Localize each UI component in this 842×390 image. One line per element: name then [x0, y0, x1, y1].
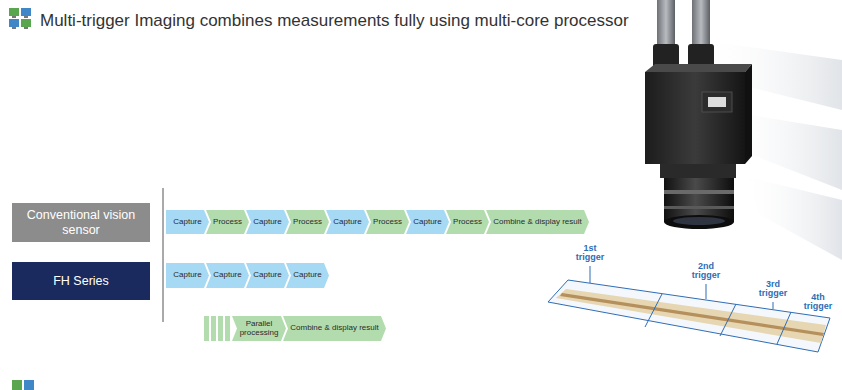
node-text: Conventional vision sensor	[12, 208, 150, 238]
process-step: Process	[366, 210, 409, 234]
node-text: Combine & display result	[290, 324, 378, 333]
capture-step: Capture	[206, 263, 249, 288]
capture-step: Capture	[246, 263, 289, 288]
trigger-label: 4th trigger	[800, 293, 836, 312]
process-step: Parallel processing	[232, 316, 286, 341]
node-text: Capture	[253, 218, 281, 227]
node-text: Capture	[253, 271, 281, 280]
capture-step: Capture	[166, 263, 209, 288]
parallel-bars	[204, 316, 230, 341]
node-text: Capture	[293, 271, 321, 280]
node-text: Capture	[413, 218, 441, 227]
process-step: Process	[206, 210, 249, 234]
process-step: Process	[286, 210, 329, 234]
row-label-box: FH Series	[12, 262, 150, 300]
capture-step: Capture	[166, 210, 209, 234]
title: Multi-trigger Imaging combines measureme…	[40, 11, 629, 31]
node-text: Parallel processing	[239, 320, 279, 338]
capture-step: Capture	[326, 210, 369, 234]
capture-step: Capture	[406, 210, 449, 234]
node-text: Capture	[173, 218, 201, 227]
inspection-strip	[548, 266, 830, 352]
process-step: Combine & display result	[486, 210, 589, 234]
node-text: Capture	[333, 218, 361, 227]
feature-icon	[12, 380, 34, 390]
capture-step: Capture	[286, 263, 329, 288]
node-text: Process	[373, 218, 402, 227]
process-step: Process	[446, 210, 489, 234]
trigger-label: 3rd trigger	[755, 280, 791, 299]
row-label-box: Conventional vision sensor	[12, 203, 150, 242]
node-text: Combine & display result	[493, 218, 581, 227]
capture-step: Capture	[246, 210, 289, 234]
node-text: FH Series	[53, 274, 109, 289]
node-text: Capture	[173, 271, 201, 280]
node-text: Process	[293, 218, 322, 227]
trigger-label: 2nd trigger	[688, 262, 724, 281]
node-text: Process	[213, 218, 242, 227]
process-step: Combine & display result	[283, 316, 386, 341]
node-text: Capture	[213, 271, 241, 280]
node-text: Process	[453, 218, 482, 227]
trigger-label: 1st trigger	[572, 244, 608, 263]
feature-icon	[9, 8, 31, 29]
divider-line	[163, 188, 164, 322]
camera	[645, 0, 752, 229]
